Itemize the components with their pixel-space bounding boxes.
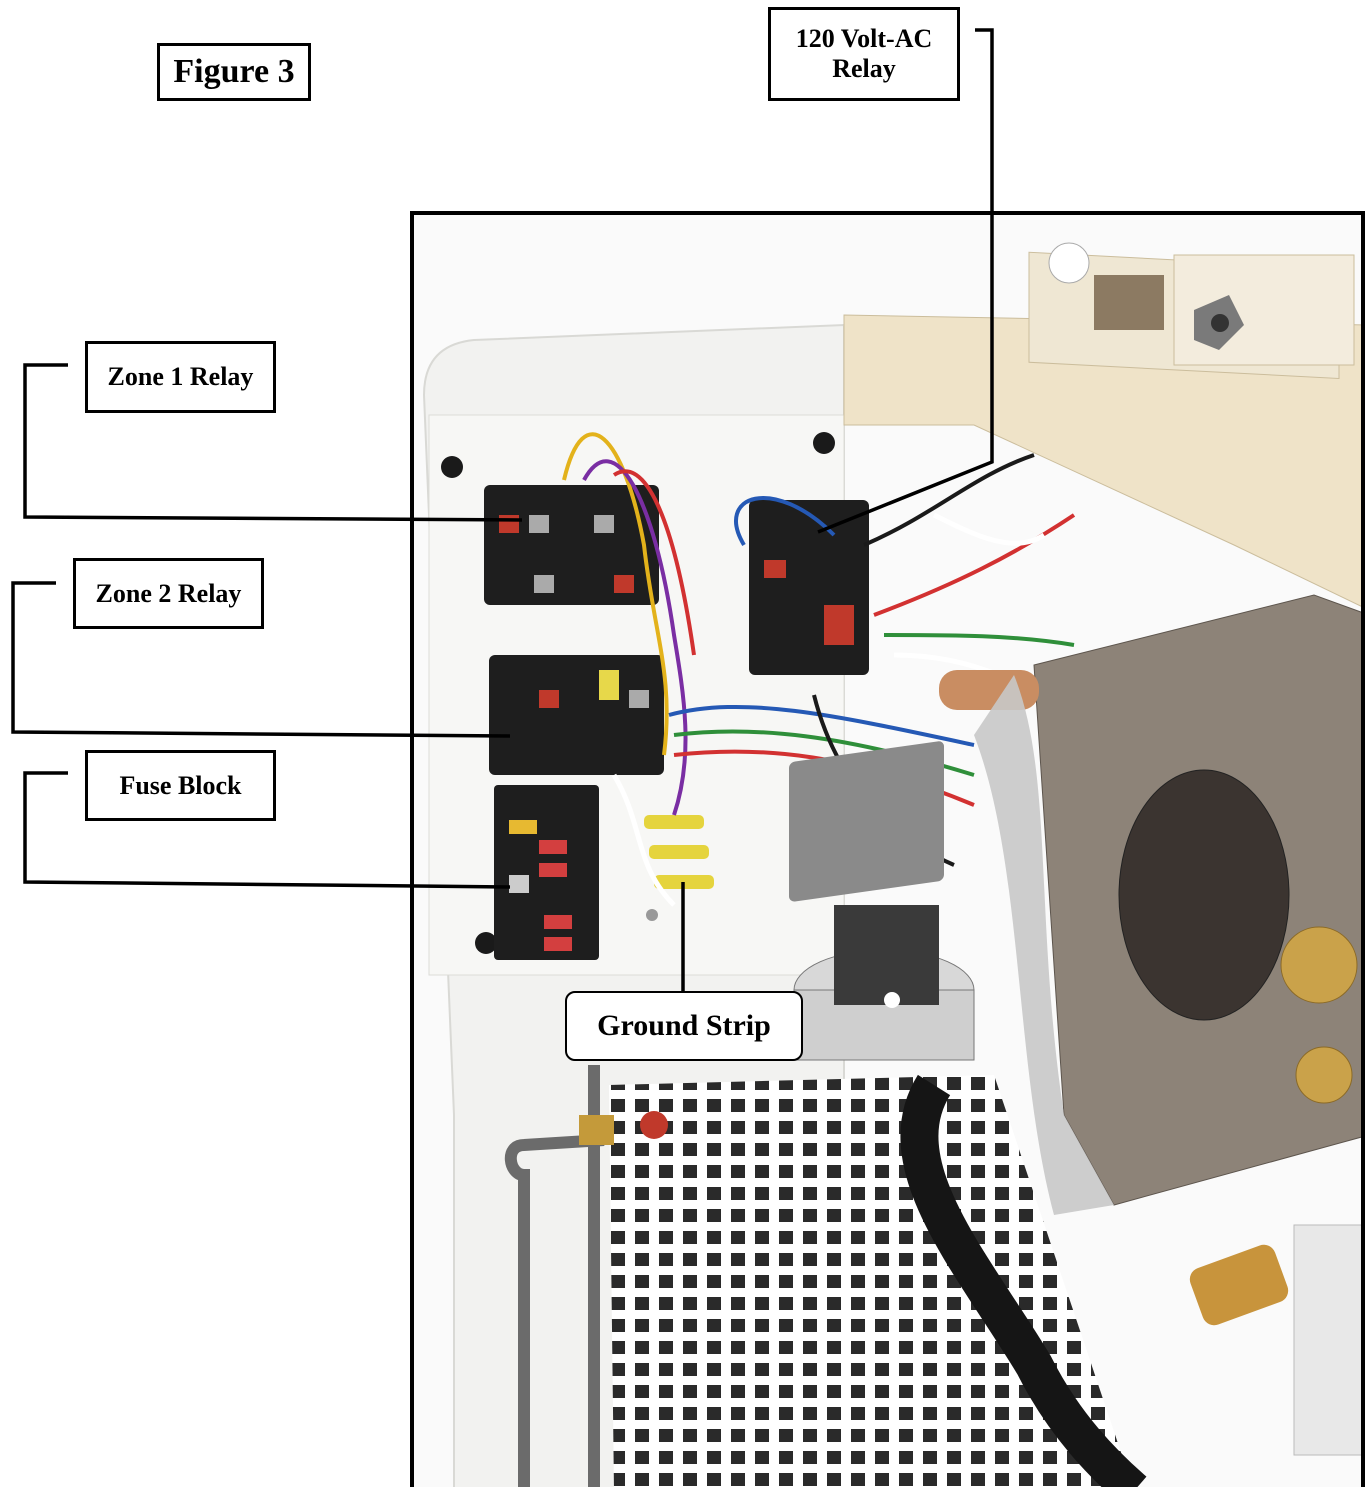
zone2-relay-callout-text: Zone 2 Relay: [95, 578, 242, 608]
ac-relay-body: [749, 500, 869, 675]
fuse-block-leader: [23, 771, 511, 889]
ground-strip-callout: Ground Strip: [565, 991, 803, 1061]
blower-motor: [789, 741, 975, 1061]
fuse-block-callout-text: Fuse Block: [119, 770, 242, 800]
ac-relay-callout: 120 Volt-AC Relay: [768, 7, 960, 101]
figure-title: Figure 3: [157, 43, 311, 101]
fuse-block-callout: Fuse Block: [85, 750, 276, 821]
figure-title-text: Figure 3: [173, 53, 295, 91]
zone1-relay-leader: [23, 363, 523, 522]
ac-relay-callout-text: 120 Volt-AC Relay: [795, 24, 933, 83]
zone2-relay-leader: [11, 581, 511, 738]
zone2-relay-callout: Zone 2 Relay: [73, 558, 264, 629]
ground-strip-callout-text: Ground Strip: [597, 1008, 771, 1042]
zone1-relay-callout-text: Zone 1 Relay: [107, 362, 254, 392]
ac-relay-leader: [817, 28, 994, 534]
zone2-relay-body: [489, 655, 664, 775]
zone1-relay-callout: Zone 1 Relay: [85, 341, 276, 413]
zone1-relay-body: [484, 485, 659, 605]
fuse-block-body: [494, 785, 599, 960]
equipment-photo: [410, 211, 1365, 1487]
equipment-illustration: [414, 215, 1361, 1487]
